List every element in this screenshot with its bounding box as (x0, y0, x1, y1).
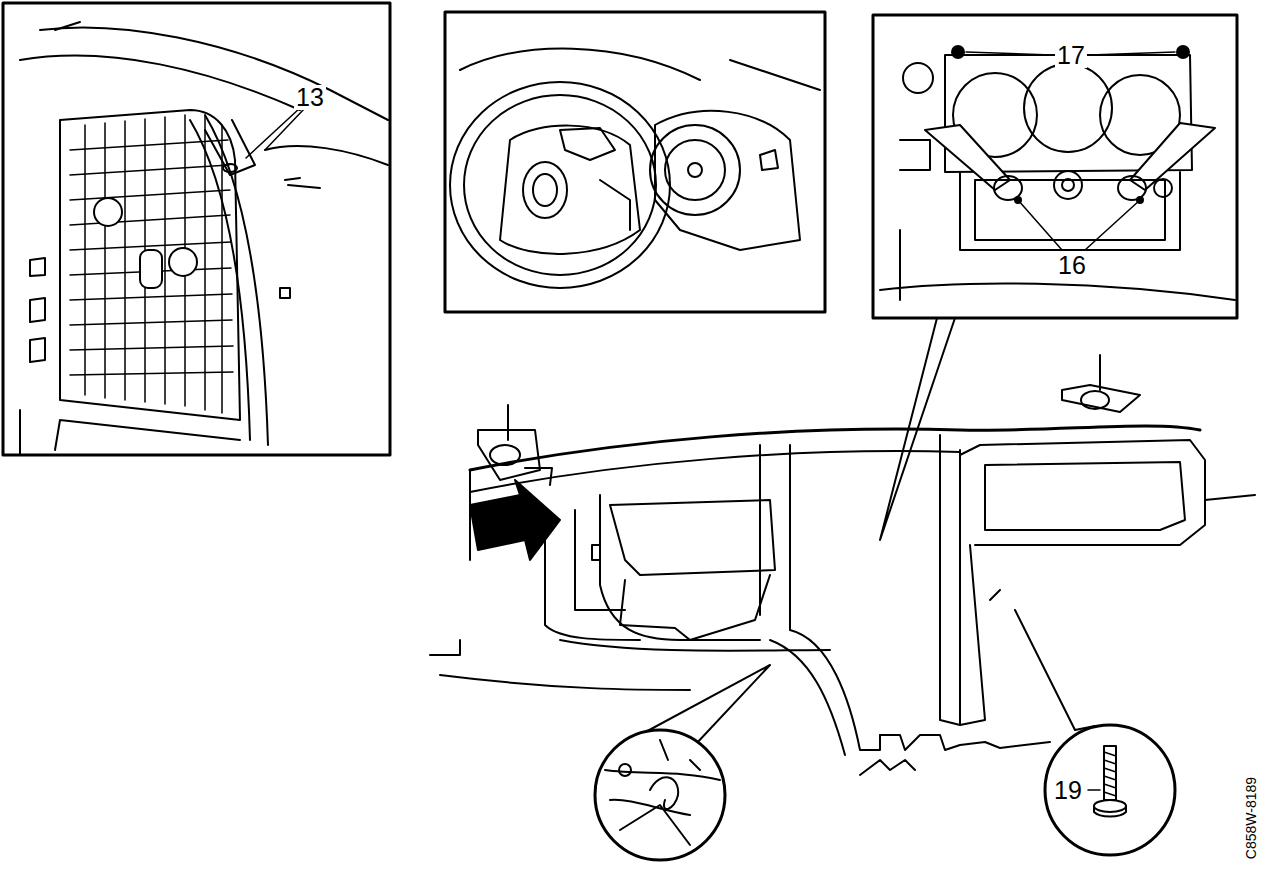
callout-number: 16 (1056, 253, 1088, 278)
callout-number: 17 (1055, 43, 1087, 68)
callout-number: 19 (1052, 778, 1084, 803)
figure-code: C858W-8189 (1244, 775, 1258, 861)
callout-number: 13 (294, 85, 326, 110)
